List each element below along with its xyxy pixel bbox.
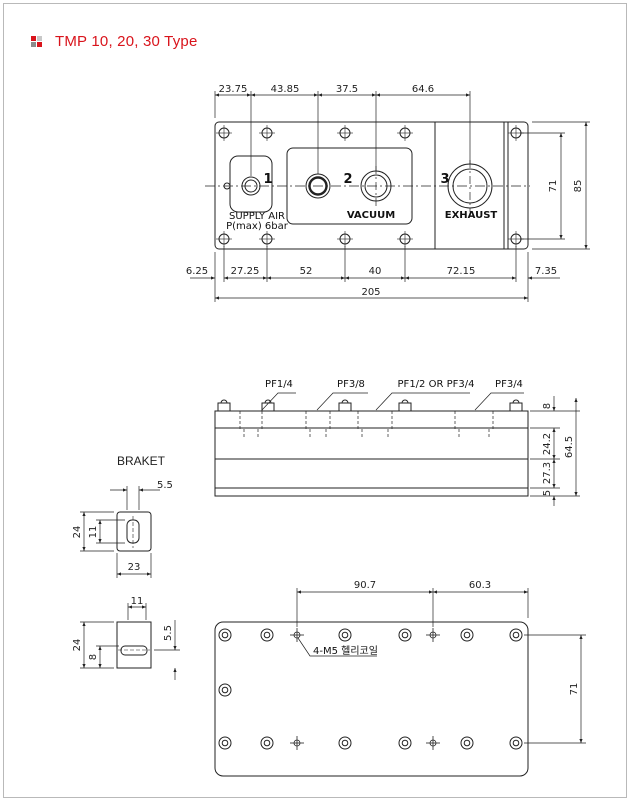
bracket-front-dim-24: 24 [72, 526, 83, 539]
side-view-bolts [217, 399, 523, 411]
dim-bottom-1: 6.25 [186, 266, 208, 277]
bottom-view-body [214, 621, 529, 777]
side-dim-27-3: 27.3 [542, 462, 553, 484]
bottom-view [214, 588, 586, 777]
bullet-squares-icon [31, 35, 42, 47]
bracket-title: BRAKET [117, 454, 166, 468]
bracket-side-view [80, 603, 180, 680]
dim-bottom-6: 7.35 [535, 266, 557, 277]
bracket-side-dim-11: 11 [131, 596, 144, 607]
bracket-front-view [80, 486, 160, 578]
port-1-outer [241, 176, 261, 196]
bottom-dim-60-3: 60.3 [469, 580, 491, 591]
side-dim-total: 64.5 [564, 436, 575, 458]
dim-bottom-3: 52 [300, 266, 313, 277]
bottom-view-holes [218, 628, 523, 750]
side-view-body [214, 410, 529, 497]
bottom-view-m5-taps [290, 628, 440, 750]
side-dim-24-2: 24.2 [542, 433, 553, 455]
port-label-2: 2 [343, 172, 352, 187]
dim-top-4: 64.6 [412, 84, 434, 95]
bracket-side-dim-24: 24 [72, 639, 83, 652]
bottom-dim-71: 71 [569, 683, 580, 696]
m5-helicoil-callout: 4-M5 헬리코일 [313, 645, 378, 657]
pmax-label: P(max) 6bar [226, 221, 289, 232]
exhaust-label: EXHAUST [445, 210, 498, 221]
top-view-body [214, 121, 529, 250]
vacuum-label: VACUUM [347, 210, 395, 221]
dim-right-71: 71 [548, 180, 559, 193]
side-port-4: PF3/4 [495, 379, 523, 390]
side-port-2: PF3/8 [337, 379, 365, 390]
dim-total-width: 205 [361, 287, 380, 298]
side-dim-8: 8 [542, 403, 553, 409]
dim-bottom-4: 40 [369, 266, 382, 277]
dim-top-1: 23.75 [219, 84, 248, 95]
port-label-3: 3 [440, 172, 449, 187]
dim-right-85: 85 [573, 180, 584, 193]
bracket-front-dim-23: 23 [128, 562, 141, 573]
title-row: TMP 10, 20, 30 Type [31, 31, 198, 51]
bracket-side-dim-8: 8 [88, 654, 99, 660]
vent-hole [223, 182, 231, 190]
supply-air-label: SUPPLY AIR [229, 211, 285, 222]
bracket-front-dim-11: 11 [88, 526, 99, 539]
bracket-side-dim-5-5: 5.5 [163, 625, 174, 641]
port-1-inner [244, 179, 258, 193]
side-port-3: PF1/2 OR PF3/4 [398, 379, 475, 390]
side-view [214, 392, 580, 506]
top-view [190, 91, 590, 302]
side-port-1: PF1/4 [265, 379, 293, 390]
page-title: TMP 10, 20, 30 Type [55, 32, 198, 50]
dim-bottom-2: 27.25 [231, 266, 260, 277]
page-frame [3, 3, 627, 798]
bracket-front-dim-5-5: 5.5 [157, 480, 173, 491]
dim-bottom-5: 72.15 [447, 266, 476, 277]
dim-top-2: 43.85 [271, 84, 300, 95]
top-view-screws [216, 125, 524, 247]
side-dim-5: 5 [542, 490, 553, 496]
dim-top-3: 37.5 [336, 84, 358, 95]
bottom-dim-90-7: 90.7 [354, 580, 376, 591]
port-label-1: 1 [263, 172, 272, 187]
